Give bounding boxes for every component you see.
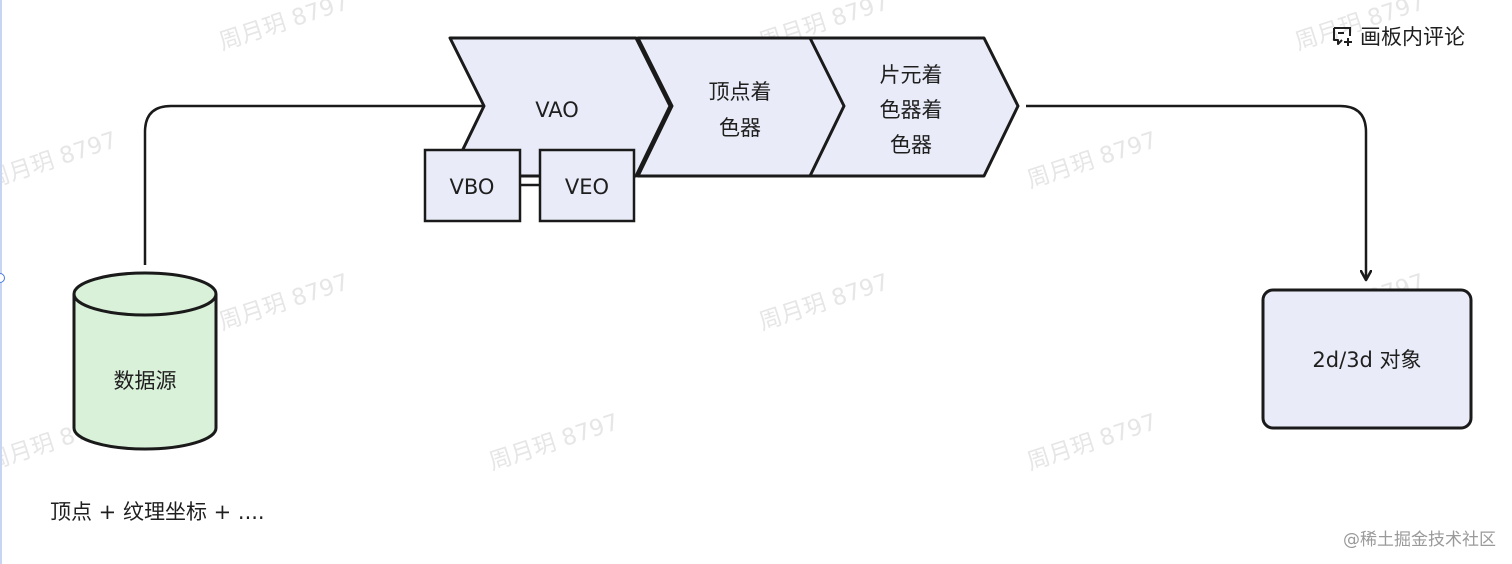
watermark-text: 周月玥 8797: [0, 127, 120, 193]
fragment-shader-label-line-1: 片元着: [880, 63, 943, 87]
fragment-shader-node[interactable]: 片元着 色器着 色器: [808, 36, 1020, 178]
data-source-node[interactable]: 数据源: [72, 271, 218, 451]
board-comment-button[interactable]: 画板内评论: [1330, 20, 1465, 52]
vertex-shader-label-line-1: 顶点着: [709, 80, 772, 104]
vbo-label: VBO: [450, 175, 495, 199]
watermark-text: 周月玥 8797: [756, 269, 892, 335]
vertex-shader-node[interactable]: 顶点着 色器: [636, 36, 848, 178]
source-credit: @稀土掘金技术社区: [1343, 530, 1496, 550]
output-node[interactable]: 2d/3d 对象: [1261, 288, 1473, 430]
data-source-caption: 顶点 + 纹理坐标 + ....: [50, 500, 265, 524]
board-comment-label: 画板内评论: [1360, 25, 1465, 49]
watermark-text: 周月玥 8797: [216, 269, 352, 335]
data-source-label: 数据源: [114, 369, 177, 393]
output-label: 2d/3d 对象: [1312, 348, 1421, 372]
veo-node[interactable]: VEO: [538, 148, 636, 223]
watermark-text: 周月玥 8797: [486, 409, 622, 475]
connector-source-to-vao: [143, 106, 498, 265]
connector-fragment-to-output: [1026, 104, 1366, 280]
comment-add-icon: [1333, 27, 1352, 46]
vertex-shader-label-line-2: 色器: [719, 116, 761, 140]
fragment-shader-label-line-2: 色器着: [880, 98, 943, 122]
fragment-shader-label-line-3: 色器: [890, 133, 932, 157]
watermark-text: 周月玥 8797: [1024, 127, 1160, 193]
vao-node[interactable]: VAO: [448, 36, 672, 178]
watermark-text: 周月玥 8797: [1024, 409, 1160, 475]
watermark-text: 周月玥 8797: [216, 0, 352, 56]
vbo-node[interactable]: VBO: [423, 148, 522, 223]
veo-label: VEO: [565, 175, 609, 199]
vao-label: VAO: [535, 98, 579, 122]
